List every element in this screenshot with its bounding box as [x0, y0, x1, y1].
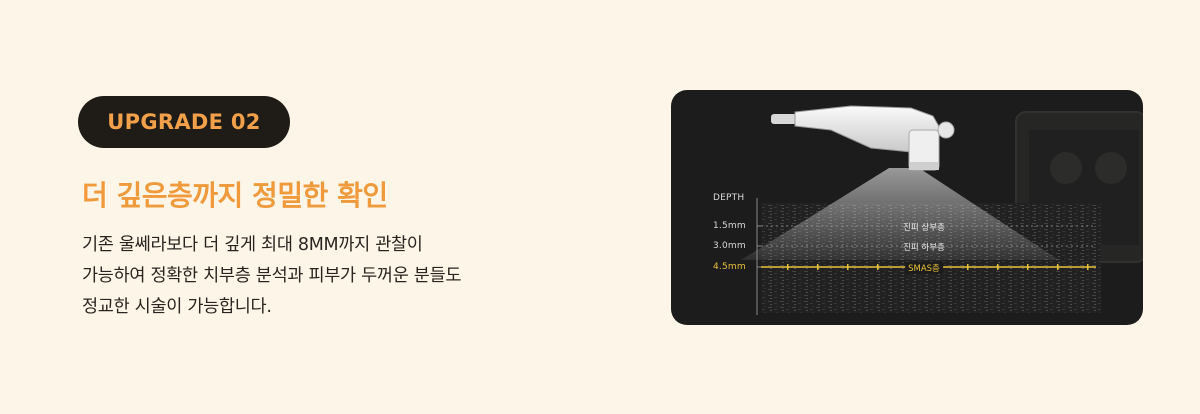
ultrasound-image-panel: DEPTH 1.5mm 3.0mm 4.5mm 진피 상부층 진피 하부층 SM… [671, 90, 1143, 325]
description-line: 정교한 시술이 가능합니다. [82, 297, 272, 317]
description: 기존 울쎄라보다 더 깊게 최대 8MM까지 관찰이 가능하여 정확한 치부층 … [82, 230, 602, 323]
probe-icon [771, 105, 955, 171]
depth-axis-title: DEPTH [713, 193, 745, 203]
depth-label-3: 4.5mm [713, 262, 746, 272]
upgrade-badge-label: UPGRADE 02 [107, 110, 261, 134]
layer-label-smas: SMAS층 [905, 262, 943, 274]
page-title: 더 깊은층까지 정밀한 확인 [82, 179, 388, 212]
layer-label-upper-dermis: 진피 상부층 [903, 223, 945, 233]
smas-markers [787, 264, 1089, 270]
description-line: 기존 울쎄라보다 더 깊게 최대 8MM까지 관찰이 [82, 235, 423, 255]
upgrade-badge: UPGRADE 02 [78, 96, 290, 148]
ultrasound-illustration [741, 105, 1143, 315]
depth-label-2: 3.0mm [713, 241, 746, 251]
ultrasound-beam [741, 168, 1059, 260]
layer-label-lower-dermis: 진피 하부층 [903, 243, 945, 253]
depth-label-1: 1.5mm [713, 221, 746, 231]
description-line: 가능하여 정확한 치부층 분석과 피부가 두꺼운 분들도 [82, 266, 462, 286]
